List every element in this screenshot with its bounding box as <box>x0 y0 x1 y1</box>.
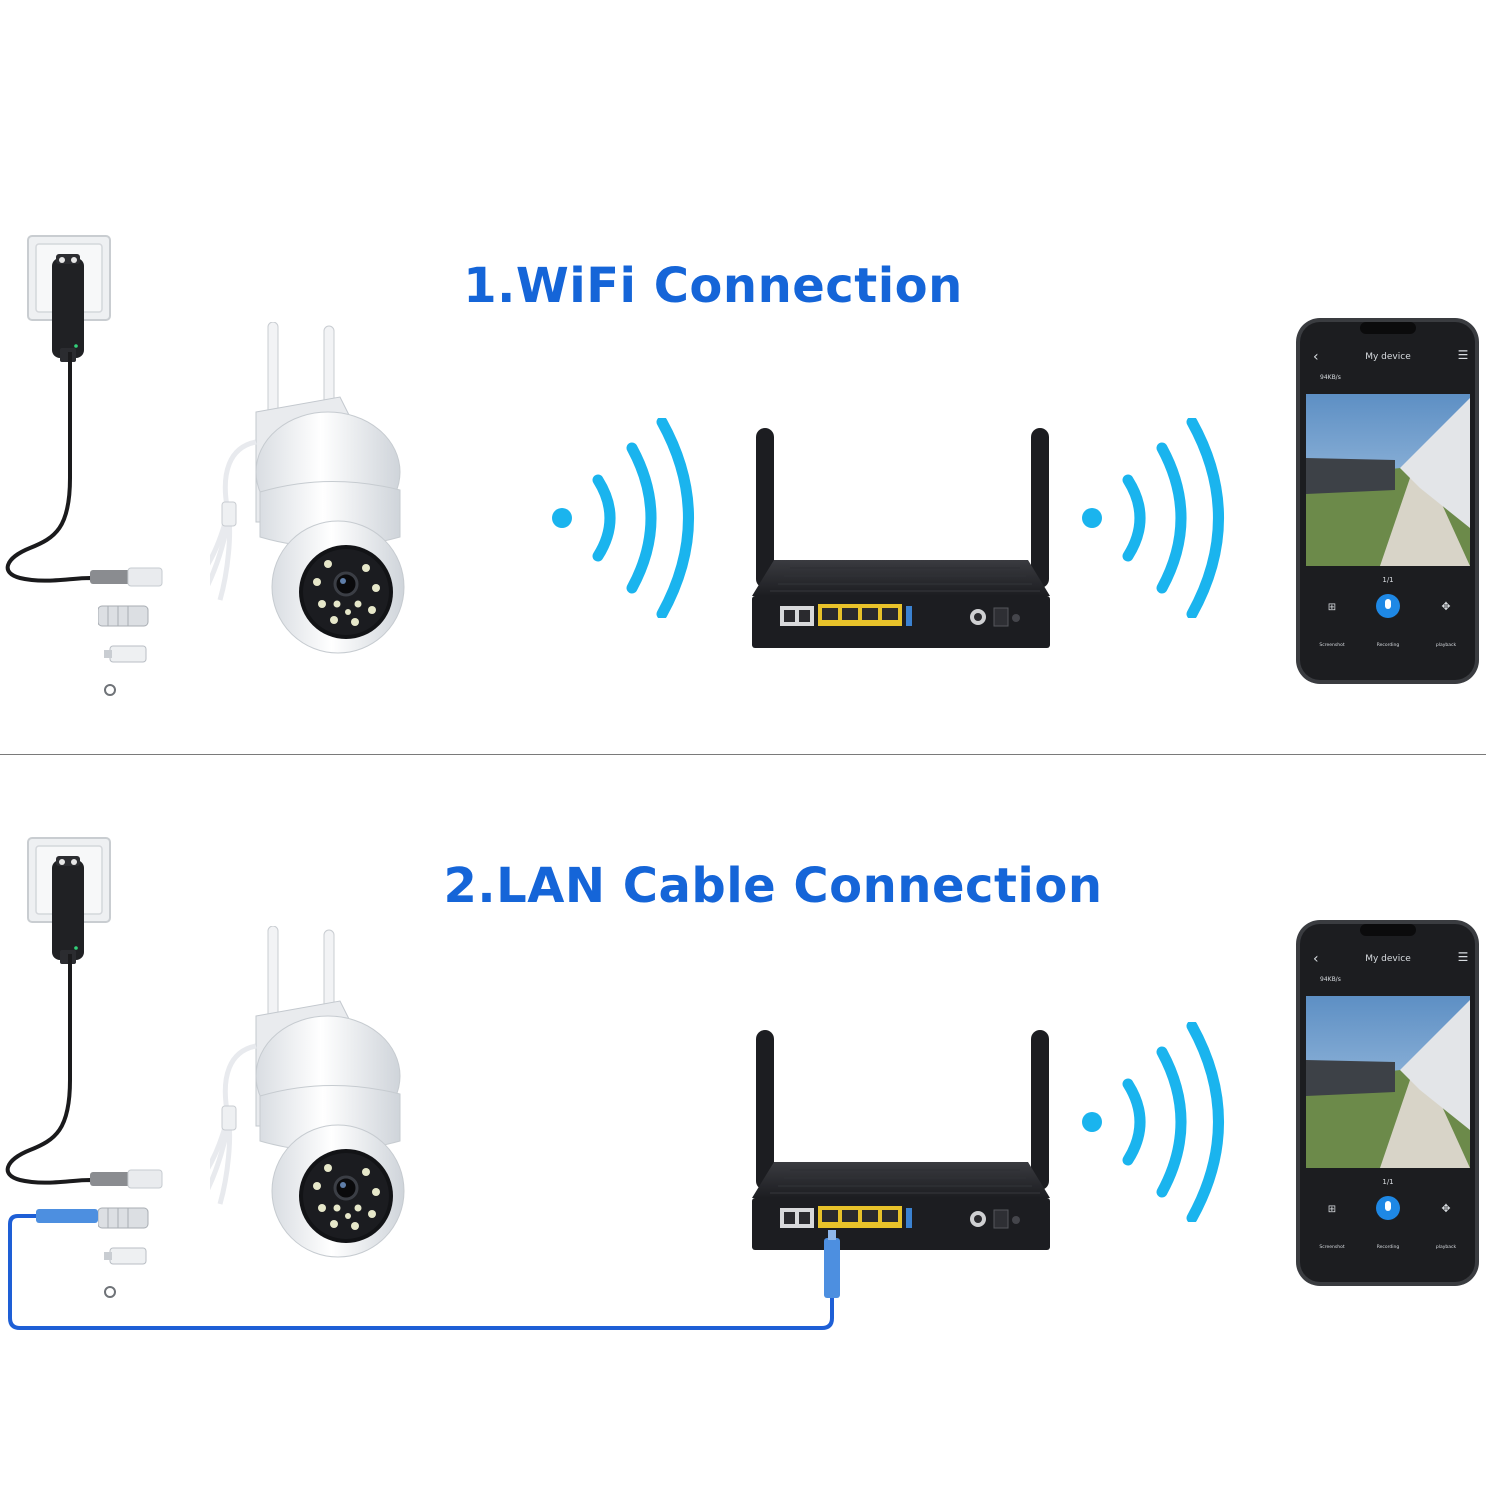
wifi-diagram: ‹ My device ☰ 94KB/s 1/1 ⊞ ✥ Screenshot … <box>5 235 1479 696</box>
cable-connectors <box>98 605 149 696</box>
ptz-camera-icon <box>158 926 404 1257</box>
screenshot-label[interactable]: Screenshot <box>1319 1244 1344 1250</box>
grid-icon[interactable]: ⊞ <box>1328 602 1336 613</box>
ptz-camera-icon <box>158 322 404 653</box>
smartphone: ‹ My device ☰ 94KB/s 1/1 ⊞ ✥ Screenshot … <box>1296 920 1479 1286</box>
phone-speed: 94KB/s <box>1320 976 1341 983</box>
cable-connectors <box>98 1207 149 1298</box>
back-icon[interactable]: ‹ <box>1313 951 1319 967</box>
wall-socket-icon <box>27 837 111 965</box>
wifi-signal-icon <box>1082 422 1219 614</box>
power-cable <box>5 350 164 588</box>
wifi-connection-section: 1.WiFi Connection ‹ My device ☰ 94KB/s 1… <box>0 228 1486 748</box>
rj45-connector <box>36 1209 98 1223</box>
page-indicator: 1/1 <box>1382 576 1393 584</box>
section-title: 1.WiFi Connection <box>463 258 963 314</box>
lan-cable <box>8 1209 840 1330</box>
screenshot-label[interactable]: Screenshot <box>1319 642 1344 648</box>
menu-icon[interactable]: ☰ <box>1458 348 1469 362</box>
phone-header: My device <box>1365 352 1411 362</box>
back-icon[interactable]: ‹ <box>1313 349 1319 365</box>
lan-connection-section: 2.LAN Cable Connection ‹ My device ☰ 94K… <box>0 830 1486 1350</box>
playback-label[interactable]: playback <box>1436 1244 1457 1250</box>
page-indicator: 1/1 <box>1382 1178 1393 1186</box>
router-icon <box>751 428 1051 649</box>
router-icon <box>751 1030 1051 1251</box>
grid-icon[interactable]: ⊞ <box>1328 1204 1336 1215</box>
ptz-control-icon[interactable]: ✥ <box>1441 1202 1450 1215</box>
recording-label[interactable]: Recording <box>1377 642 1400 648</box>
menu-icon[interactable]: ☰ <box>1458 950 1469 964</box>
playback-label[interactable]: playback <box>1436 642 1457 648</box>
rj45-connector <box>824 1238 840 1298</box>
recording-label[interactable]: Recording <box>1377 1244 1400 1250</box>
phone-header: My device <box>1365 954 1411 964</box>
section-title: 2.LAN Cable Connection <box>443 858 1103 914</box>
wifi-signal-icon <box>1082 1026 1219 1218</box>
wall-socket-icon <box>27 235 111 363</box>
power-cable <box>5 952 164 1190</box>
smartphone: ‹ My device ☰ 94KB/s 1/1 ⊞ ✥ Screenshot … <box>1296 318 1479 684</box>
section-divider <box>0 754 1486 755</box>
phone-speed: 94KB/s <box>1320 374 1341 381</box>
lan-diagram: ‹ My device ☰ 94KB/s 1/1 ⊞ ✥ Screenshot … <box>5 837 1479 1330</box>
ptz-control-icon[interactable]: ✥ <box>1441 600 1450 613</box>
wifi-signal-icon <box>552 422 689 614</box>
